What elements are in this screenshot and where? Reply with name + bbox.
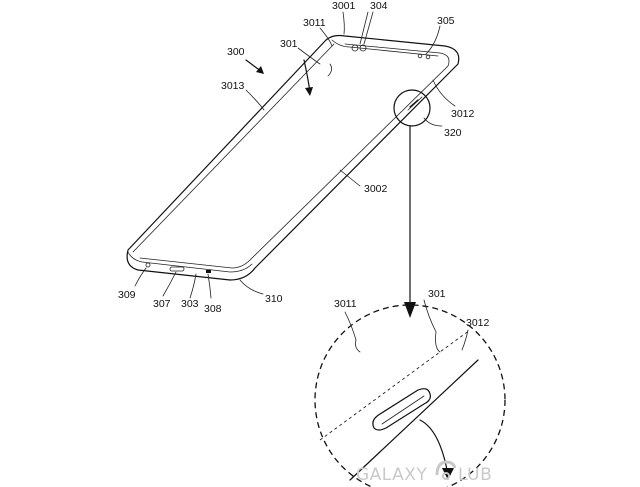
label-303: 303 xyxy=(181,298,199,310)
label-310: 310 xyxy=(265,293,283,305)
phone-body xyxy=(126,34,460,281)
sensor-dot xyxy=(425,54,431,60)
sensor-dot xyxy=(417,53,423,59)
detail-side-key-inner xyxy=(381,395,425,425)
speaker-grill xyxy=(206,270,211,273)
label-305: 305 xyxy=(437,15,455,27)
detail-view xyxy=(314,299,506,487)
usb-port xyxy=(169,266,185,272)
detail-edge-solid xyxy=(349,359,479,481)
detail-label-301: 301 xyxy=(428,288,446,300)
watermark-text-right: LUB xyxy=(458,465,492,485)
front-sensors xyxy=(145,44,431,273)
leader xyxy=(355,339,361,353)
sensor-circle xyxy=(351,44,359,52)
detail-label-3011: 3011 xyxy=(334,298,357,310)
leader xyxy=(245,89,265,111)
top-edge-line xyxy=(331,39,439,57)
detail-arrow xyxy=(419,419,449,476)
bottom-hole xyxy=(145,262,151,268)
leader xyxy=(461,329,469,351)
bottom-edge-line xyxy=(127,251,253,273)
reference-labels: 3001 304 305 3011 301 300 3013 3012 320 … xyxy=(118,0,490,329)
leader xyxy=(359,11,369,45)
leader xyxy=(339,169,361,187)
detail-label-3012: 3012 xyxy=(466,317,490,329)
label-3002: 3002 xyxy=(364,183,388,195)
magnify-arrow-head xyxy=(404,302,416,318)
detail-side-key xyxy=(372,388,431,431)
leader-lines xyxy=(134,11,456,299)
label-304: 304 xyxy=(370,0,388,12)
label-301: 301 xyxy=(280,38,298,50)
leader xyxy=(423,299,437,333)
arrow-301 xyxy=(303,59,311,93)
label-3012: 3012 xyxy=(451,108,475,120)
leader xyxy=(189,273,197,299)
leader xyxy=(363,11,374,45)
label-300: 300 xyxy=(227,46,245,58)
sensor-circle xyxy=(359,44,367,52)
leader xyxy=(319,27,333,47)
leader xyxy=(435,331,441,353)
arrow-301-head xyxy=(305,87,313,96)
leader xyxy=(344,311,357,341)
leader xyxy=(342,11,345,35)
screen-edge-right xyxy=(139,43,450,269)
watermark-text-left: GALAXY xyxy=(356,465,427,485)
watermark-logo-icon xyxy=(435,460,457,476)
leader xyxy=(162,271,177,297)
leader xyxy=(423,117,443,127)
leader xyxy=(207,273,212,299)
magnify-circle-large xyxy=(314,304,506,487)
leader xyxy=(239,279,264,295)
phone-outline xyxy=(126,34,460,281)
label-3013: 3013 xyxy=(221,80,245,92)
leader xyxy=(134,267,147,287)
label-320: 320 xyxy=(444,127,462,139)
magnify-circle-small xyxy=(393,89,431,127)
screen-edge-left xyxy=(132,43,335,253)
arrow-300-head xyxy=(256,66,264,74)
label-307: 307 xyxy=(153,298,171,310)
label-309: 309 xyxy=(118,289,136,301)
side-key-edge xyxy=(407,96,423,111)
label-308: 308 xyxy=(204,303,222,315)
watermark: GALAXY LUB xyxy=(356,460,492,485)
detail-edge-dashed xyxy=(319,329,471,441)
label-3001: 3001 xyxy=(332,0,356,12)
leader xyxy=(425,25,441,55)
watermark-logo-dot xyxy=(442,472,450,480)
leader xyxy=(327,63,332,77)
side-key xyxy=(409,99,419,108)
leader xyxy=(432,79,456,107)
label-3011: 3011 xyxy=(303,17,326,29)
leader xyxy=(297,47,321,65)
